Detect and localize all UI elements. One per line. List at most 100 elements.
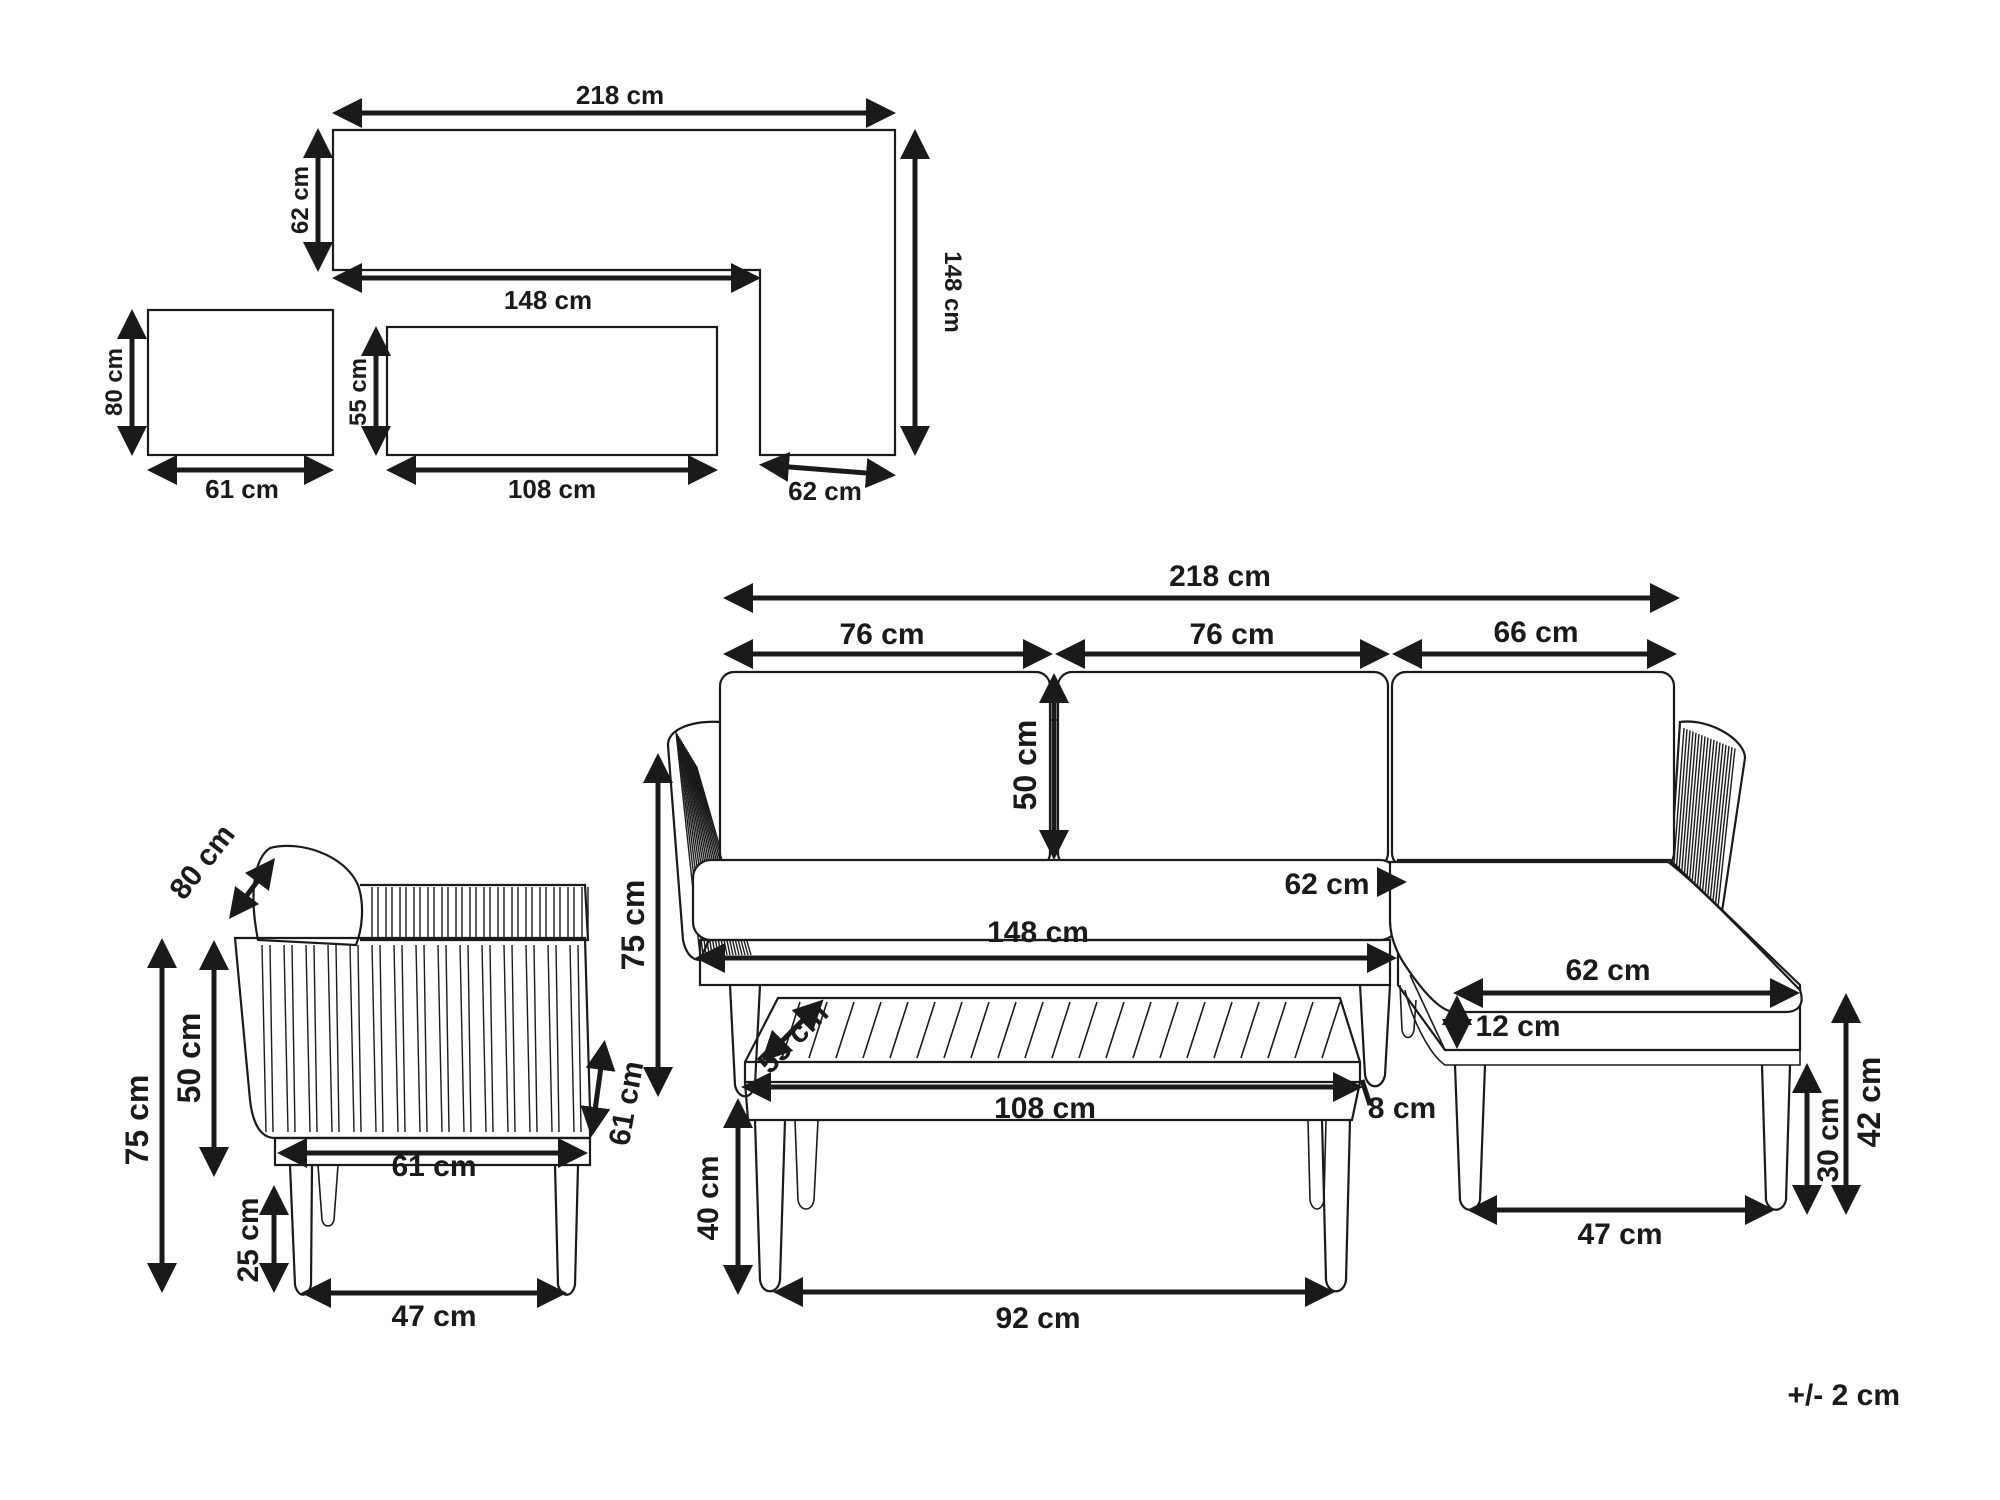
rope-strand	[1697, 739, 1715, 911]
chair-back-frame	[360, 883, 590, 942]
rope-strand	[393, 944, 399, 1133]
sofa-total-width-label: 218 cm	[1169, 560, 1271, 593]
rope-strand	[327, 944, 333, 1133]
table-thickness-arrow	[1359, 1079, 1373, 1106]
table-slat	[1078, 1001, 1098, 1059]
rope-strand	[533, 944, 538, 1133]
rope-strand	[547, 944, 553, 1133]
rope-strand	[1681, 732, 1697, 899]
table-slat	[1294, 1001, 1314, 1059]
table-slat	[1024, 1001, 1044, 1059]
plan-chair-outline	[146, 308, 335, 457]
chair-side-view: 80 cm 75 cm 50 cm 61 cm 61 cm 25 cm 47 c…	[119, 818, 650, 1333]
plan-table-outline	[385, 325, 719, 457]
chaise-cushion-label: 62 cm	[1565, 954, 1650, 987]
rope-strand	[467, 944, 472, 1133]
plan-table-depth-label: 55 cm	[345, 358, 372, 426]
rope-strand	[1710, 745, 1730, 921]
plan-sofa-outline	[331, 128, 897, 457]
chair-leg-span-label: 47 cm	[391, 1300, 476, 1333]
chair-front-ropes	[261, 944, 582, 1133]
rope-strand	[357, 944, 362, 1133]
chair-leg-front	[288, 1164, 314, 1296]
table-slat	[889, 1001, 909, 1059]
rope-strand	[1715, 748, 1736, 925]
sofa-leg-right	[1358, 984, 1392, 1088]
rope-strand	[503, 944, 509, 1133]
table-slat	[1321, 1001, 1341, 1059]
back-cushion-1	[718, 670, 1052, 869]
back-cushion-3	[1390, 670, 1676, 869]
rope-strand	[379, 944, 384, 1133]
sofa-seg3-label: 66 cm	[1493, 616, 1578, 649]
table-leg-front-left	[753, 1119, 787, 1293]
table-slat	[1159, 1001, 1179, 1059]
rope-strand	[291, 944, 296, 1133]
table-slat	[1186, 1001, 1206, 1059]
tolerance-note: +/- 2 cm	[1787, 1379, 1900, 1412]
rope-strand	[313, 944, 318, 1133]
back-cushion-2	[1056, 670, 1390, 869]
table-slat	[1132, 1001, 1152, 1059]
rope-strand	[1705, 743, 1724, 917]
rope-strand	[1707, 744, 1727, 919]
rope-strand	[1679, 731, 1694, 897]
rope-strand	[1686, 735, 1703, 903]
rope-strand	[423, 944, 428, 1133]
table-height-label: 40 cm	[692, 1155, 725, 1240]
plan-chaise-length-label: 148 cm	[939, 251, 966, 332]
rope-strand	[1699, 741, 1718, 913]
sofa-front-view: 218 cm 76 cm 76 cm 66 cm 50 cm 75 cm 148…	[615, 560, 1887, 1251]
table-slat	[916, 1001, 936, 1059]
table-slat	[862, 1001, 882, 1059]
sofa-total-height-label: 75 cm	[615, 880, 651, 971]
chair-leg-height-label: 25 cm	[232, 1197, 265, 1282]
coffee-table: 55 cm 108 cm 8 cm 40 cm 92 cm	[692, 997, 1436, 1335]
chaise-leg-rear-hidden	[1399, 984, 1417, 1039]
sofa-right-arm-ropes	[1671, 727, 1736, 925]
table-leg-back-left	[794, 1119, 819, 1210]
plan-inner-length-label: 148 cm	[504, 285, 592, 315]
rope-strand	[283, 944, 289, 1133]
chair-leg-rear-hidden	[317, 1164, 339, 1227]
rope-strand	[415, 944, 421, 1133]
sofa-seg1-label: 76 cm	[839, 618, 924, 651]
sofa-right-arm	[1668, 720, 1747, 928]
plan-total-width-label: 218 cm	[576, 80, 664, 110]
table-width-label: 108 cm	[994, 1092, 1096, 1125]
rope-strand	[525, 944, 531, 1133]
chair-back-cushion	[252, 844, 364, 947]
chaise-leg-span-label: 47 cm	[1577, 1218, 1662, 1251]
rope-strand	[261, 944, 267, 1133]
rope-strand	[335, 944, 340, 1133]
sofa-back-height-label: 50 cm	[1007, 720, 1043, 811]
table-slat	[1240, 1001, 1260, 1059]
rope-strand	[489, 944, 494, 1133]
chaise-depth-label: 62 cm	[1284, 868, 1369, 901]
chaise-leg-front	[1453, 1064, 1487, 1211]
table-leg-back-right	[1307, 1119, 1327, 1210]
table-leg-span-label: 92 cm	[995, 1302, 1080, 1335]
rope-strand	[459, 944, 465, 1133]
plan-table-width-label: 108 cm	[508, 474, 596, 504]
table-slat	[835, 1001, 855, 1059]
rope-strand	[1692, 737, 1709, 907]
chaise-cushion	[1388, 860, 1803, 1014]
sofa-seg2-label: 76 cm	[1189, 618, 1274, 651]
rope-strand	[511, 944, 516, 1133]
plan-sofa-depth-label: 62 cm	[287, 166, 314, 234]
plan-chaise-width-arrow	[759, 452, 896, 488]
rope-strand	[577, 944, 582, 1133]
chaise-height-label: 42 cm	[1851, 1057, 1887, 1148]
table-slat	[943, 1001, 963, 1059]
plan-chair-width-label: 61 cm	[205, 474, 279, 504]
rope-strand	[555, 944, 560, 1133]
rope-strand	[481, 944, 487, 1133]
chair-total-height-label: 75 cm	[119, 1075, 155, 1166]
table-depth-diag-label: 55 cm	[752, 997, 835, 1080]
rope-strand	[445, 944, 450, 1133]
rope-strand	[569, 944, 575, 1133]
table-slat	[1105, 1001, 1125, 1059]
